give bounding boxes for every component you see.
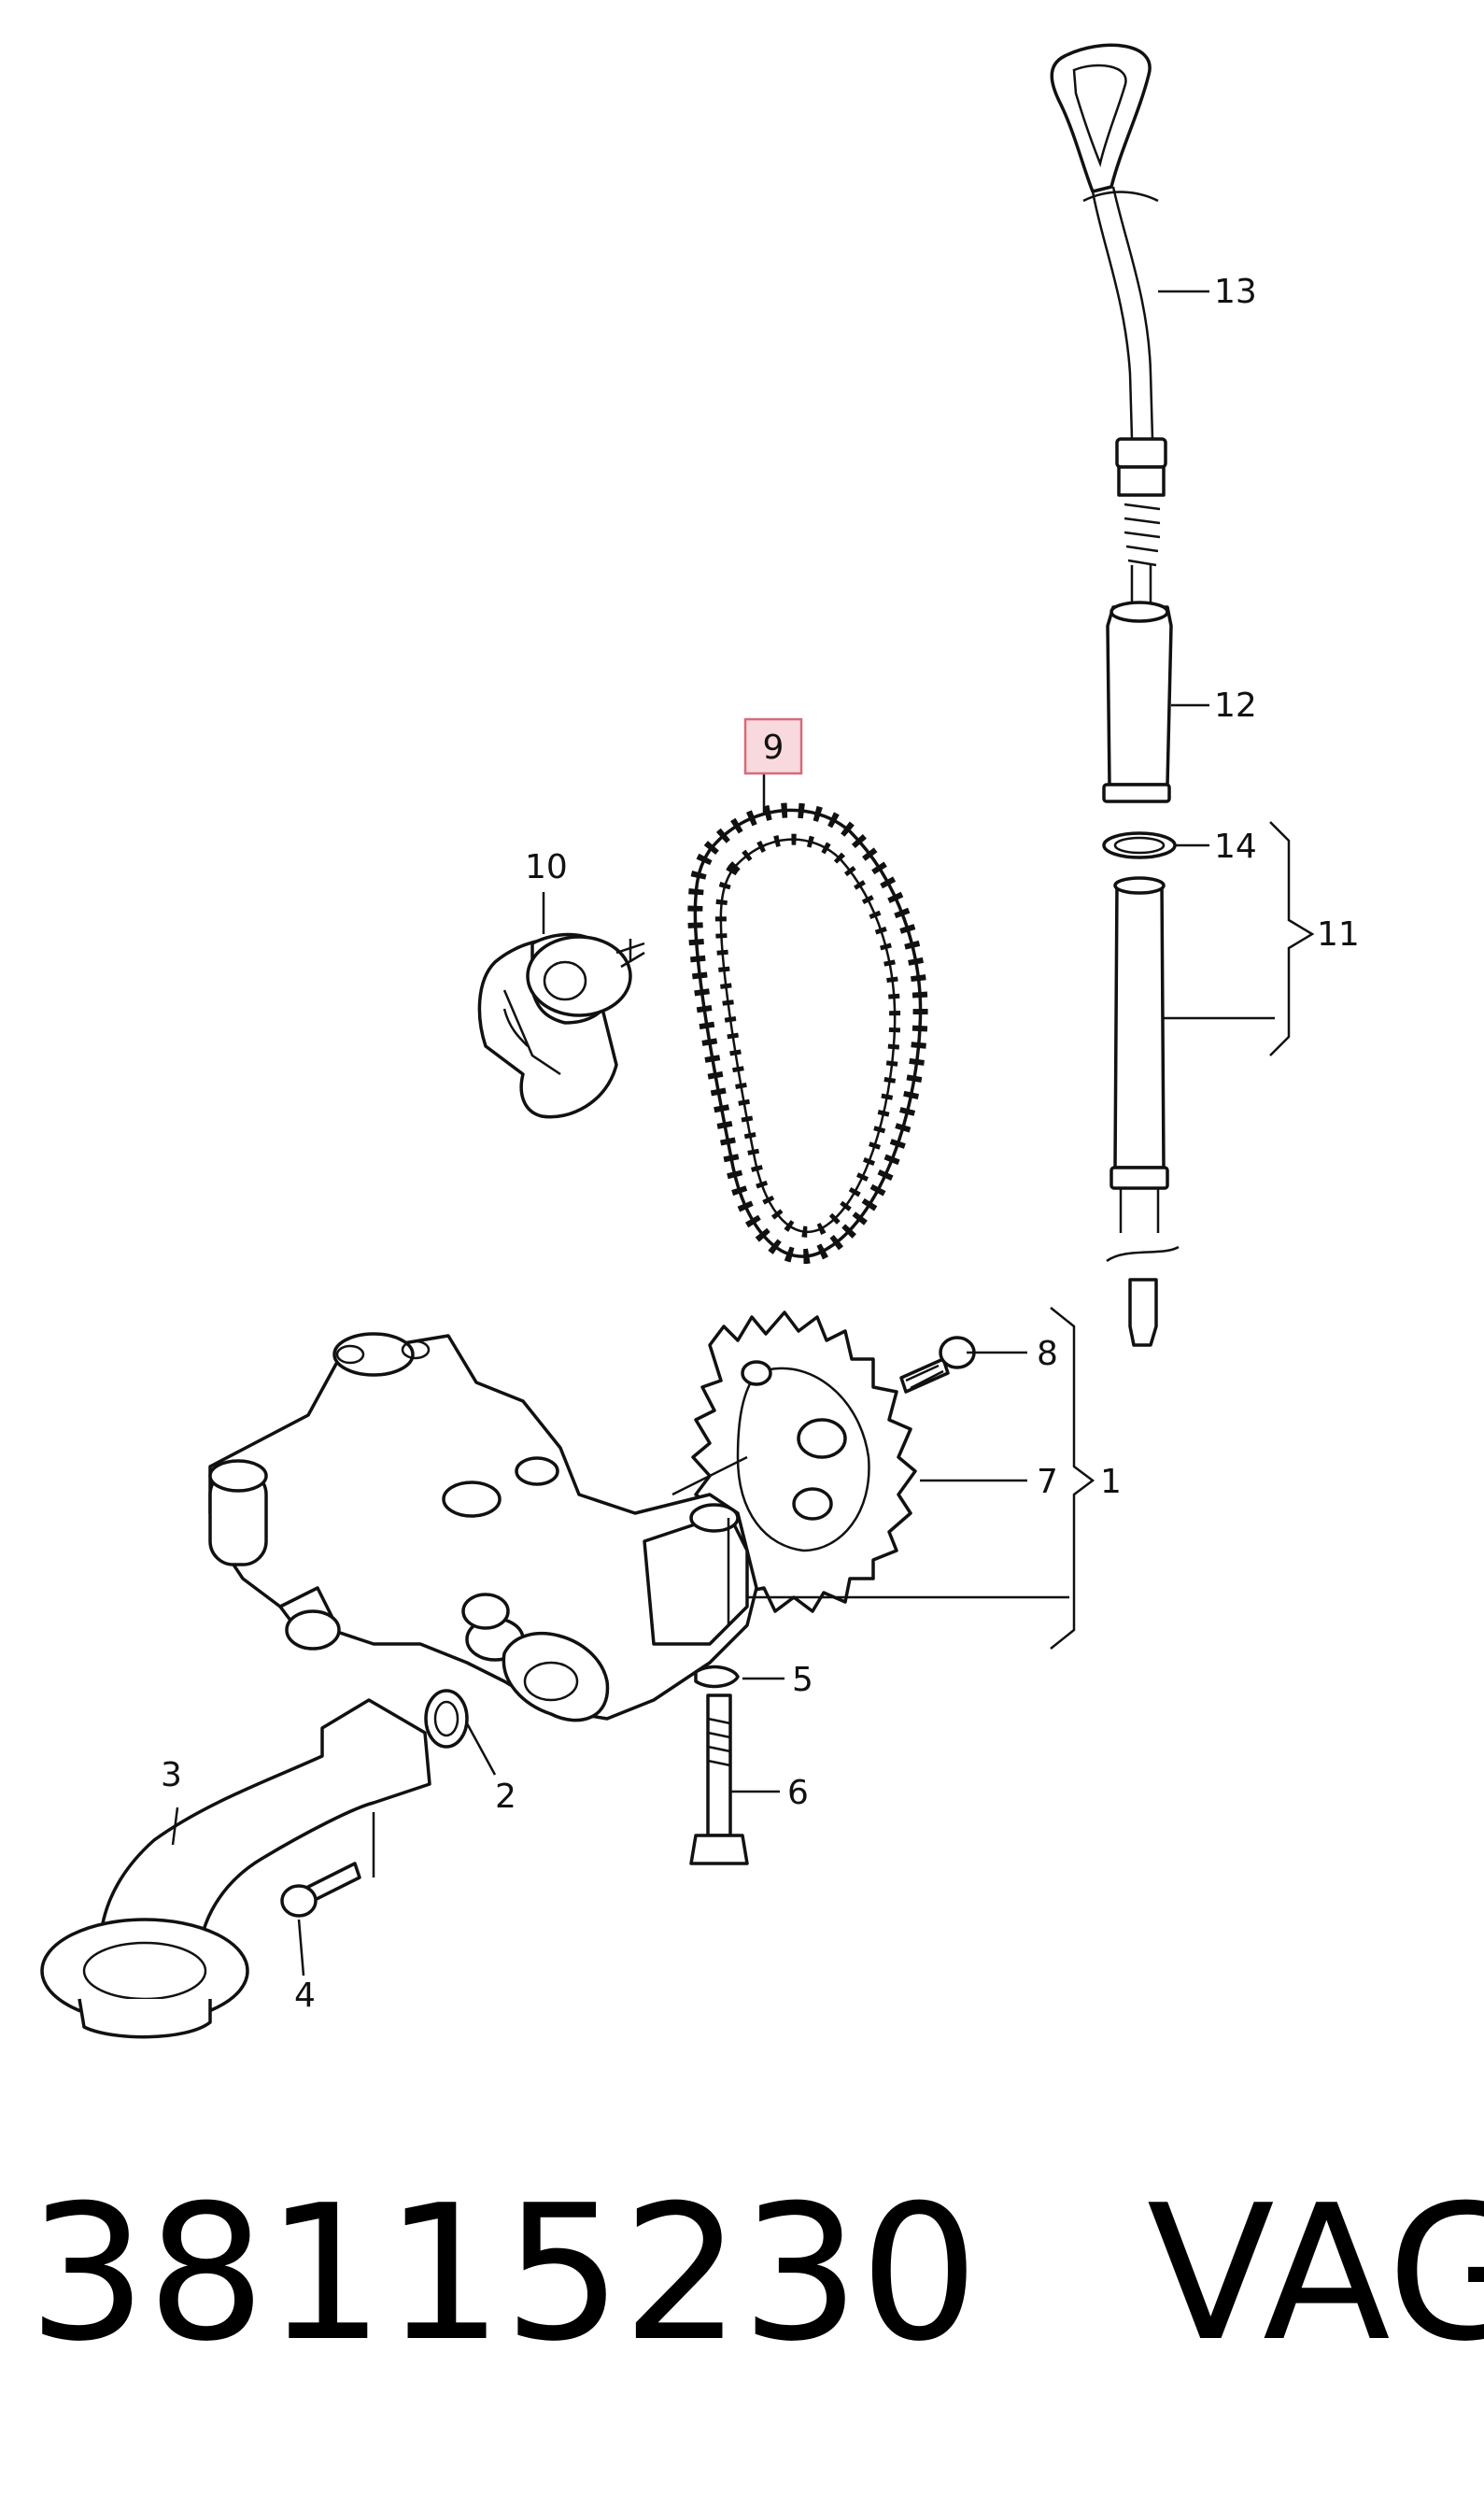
svg-text:7: 7 — [1037, 1463, 1058, 1501]
callout-6: 6 — [787, 1774, 809, 1812]
oil-pump-sprocket — [691, 1311, 976, 1613]
seal-ring — [424, 1689, 469, 1749]
callout-1: 1 — [1100, 1463, 1122, 1501]
washer — [694, 1665, 740, 1689]
svg-text:12: 12 — [1214, 687, 1257, 725]
callout-2: 2 — [495, 1778, 516, 1816]
svg-text:10: 10 — [525, 848, 568, 886]
svg-text:14: 14 — [1214, 828, 1257, 866]
oil-pump-body — [208, 1332, 758, 1722]
svg-text:3: 3 — [161, 1756, 182, 1794]
svg-text:1: 1 — [1100, 1463, 1122, 1501]
svg-text:9: 9 — [763, 729, 784, 767]
svg-text:2: 2 — [495, 1778, 516, 1816]
callout-12: 12 — [1214, 687, 1257, 725]
callout-4: 4 — [294, 1977, 316, 2015]
svg-text:11: 11 — [1317, 915, 1360, 954]
callout-9: 9 — [743, 717, 803, 775]
callout-5: 5 — [792, 1661, 813, 1699]
svg-text:5: 5 — [792, 1661, 813, 1699]
chain-tensioner — [477, 932, 645, 1119]
suction-pipe — [40, 1698, 431, 2039]
oil-dipstick — [1050, 43, 1180, 1347]
part-caption: 38115230 VAG — [28, 2158, 1484, 2391]
callout-8: 8 — [1037, 1335, 1058, 1373]
callout-7: 7 — [1037, 1463, 1058, 1501]
timing-chain — [687, 802, 928, 1264]
leader-lines — [171, 290, 1315, 1977]
svg-text:6: 6 — [787, 1774, 809, 1812]
svg-text:8: 8 — [1037, 1335, 1058, 1373]
pump-bolt — [689, 1693, 749, 1865]
svg-text:4: 4 — [294, 1977, 316, 2015]
callout-11: 11 — [1317, 915, 1360, 954]
callout-14: 14 — [1214, 828, 1257, 866]
part-number: 38115230 — [28, 2165, 979, 2383]
callout-3: 3 — [161, 1756, 182, 1794]
pipe-bolt — [280, 1862, 361, 1918]
callout-13: 13 — [1214, 273, 1257, 311]
svg-text:13: 13 — [1214, 273, 1257, 311]
brand-name: VAG — [1146, 2165, 1484, 2383]
callout-10: 10 — [525, 848, 568, 886]
